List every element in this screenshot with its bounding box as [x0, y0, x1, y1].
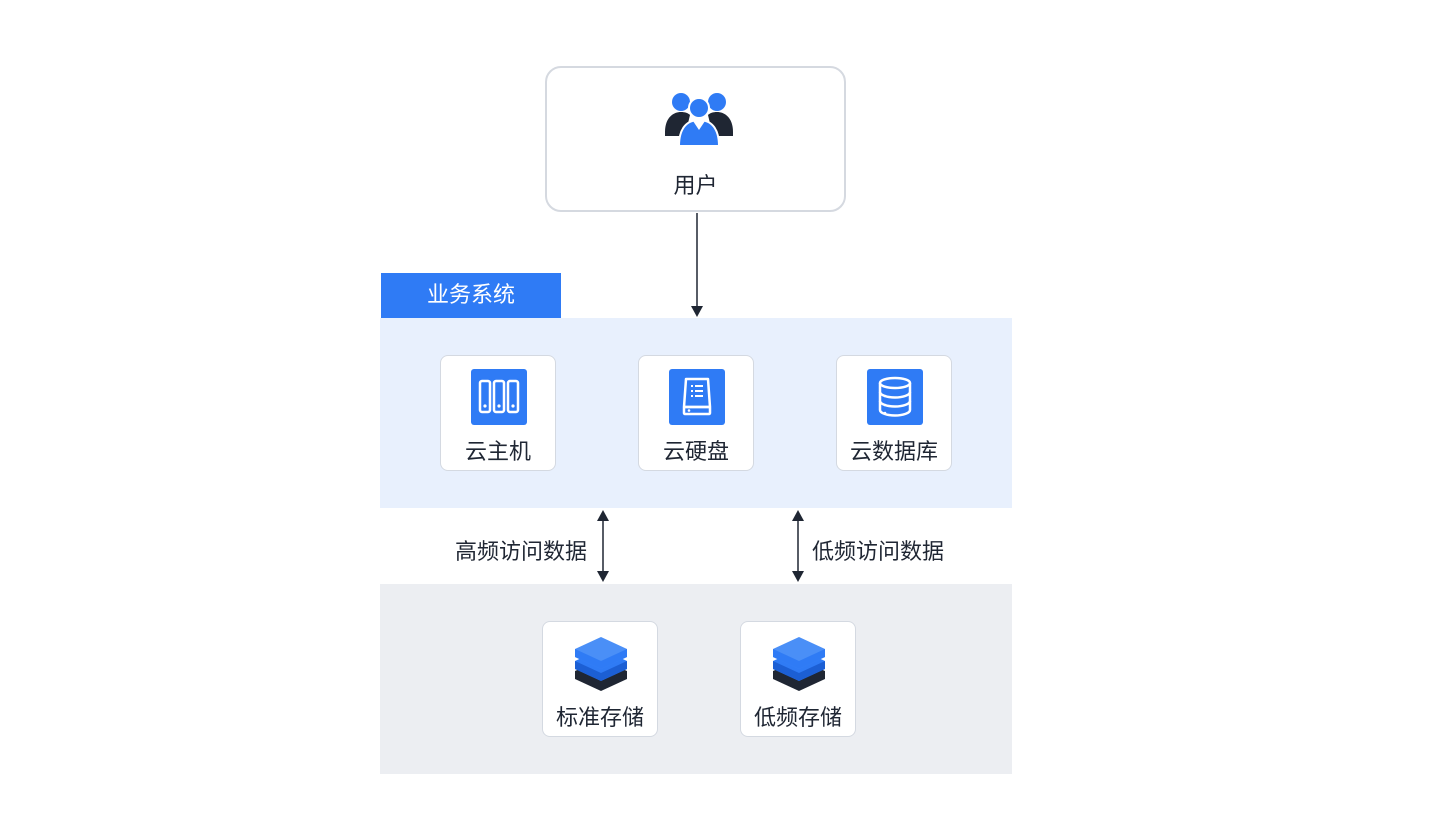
service-label: 云主机 [464, 440, 531, 465]
service-card-vm: 云主机 [440, 355, 556, 471]
storage-label: 标准存储 [555, 706, 644, 731]
high-frequency-label: 高频访问数据 [455, 540, 588, 565]
hard-disk-icon [669, 369, 725, 425]
users-icon [665, 93, 733, 147]
database-icon [867, 369, 923, 425]
service-label: 云硬盘 [662, 440, 729, 465]
service-card-database: 云数据库 [836, 355, 952, 471]
storage-layers-icon [575, 637, 627, 691]
service-label: 云数据库 [849, 440, 938, 465]
high-frequency-arrow [597, 510, 609, 582]
low-frequency-arrow [792, 510, 804, 582]
storage-card-infrequent: 低频存储 [740, 621, 856, 737]
low-frequency-label: 低频访问数据 [812, 540, 945, 565]
server-rack-icon [471, 369, 527, 425]
business-system-title: 业务系统 [381, 273, 561, 318]
storage-card-standard: 标准存储 [542, 621, 658, 737]
user-node: 用户 [545, 66, 846, 212]
storage-layers-icon [773, 637, 825, 691]
storage-label: 低频存储 [753, 706, 842, 731]
user-label: 用户 [673, 174, 718, 199]
service-card-disk: 云硬盘 [638, 355, 754, 471]
storage-region [380, 584, 1012, 774]
